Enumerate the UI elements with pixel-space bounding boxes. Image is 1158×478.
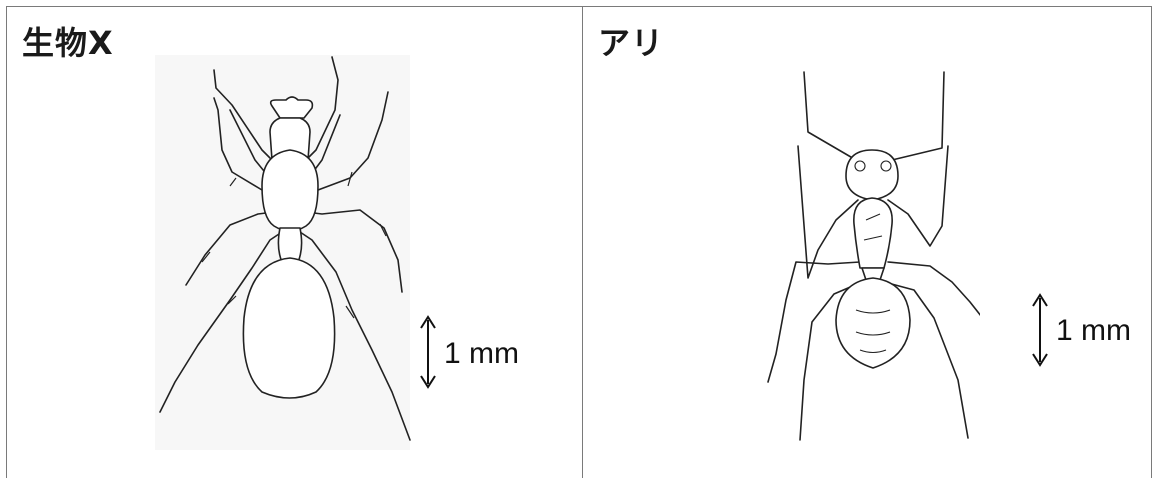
ant-drawing [750, 60, 980, 460]
organism-x-drawing [150, 50, 440, 450]
scale-bar-right [1026, 292, 1056, 368]
panel-title-organism-x: 生物X [22, 18, 114, 64]
scale-bar-left [414, 314, 444, 390]
panel-divider [582, 6, 583, 478]
figure-border-left [6, 6, 7, 478]
figure-border-top [6, 6, 1152, 7]
panel-title-ant: アリ [598, 18, 664, 64]
scale-label-right: 1 mm [1056, 314, 1131, 348]
figure-border-right [1151, 6, 1152, 478]
scale-label-left: 1 mm [444, 337, 519, 371]
